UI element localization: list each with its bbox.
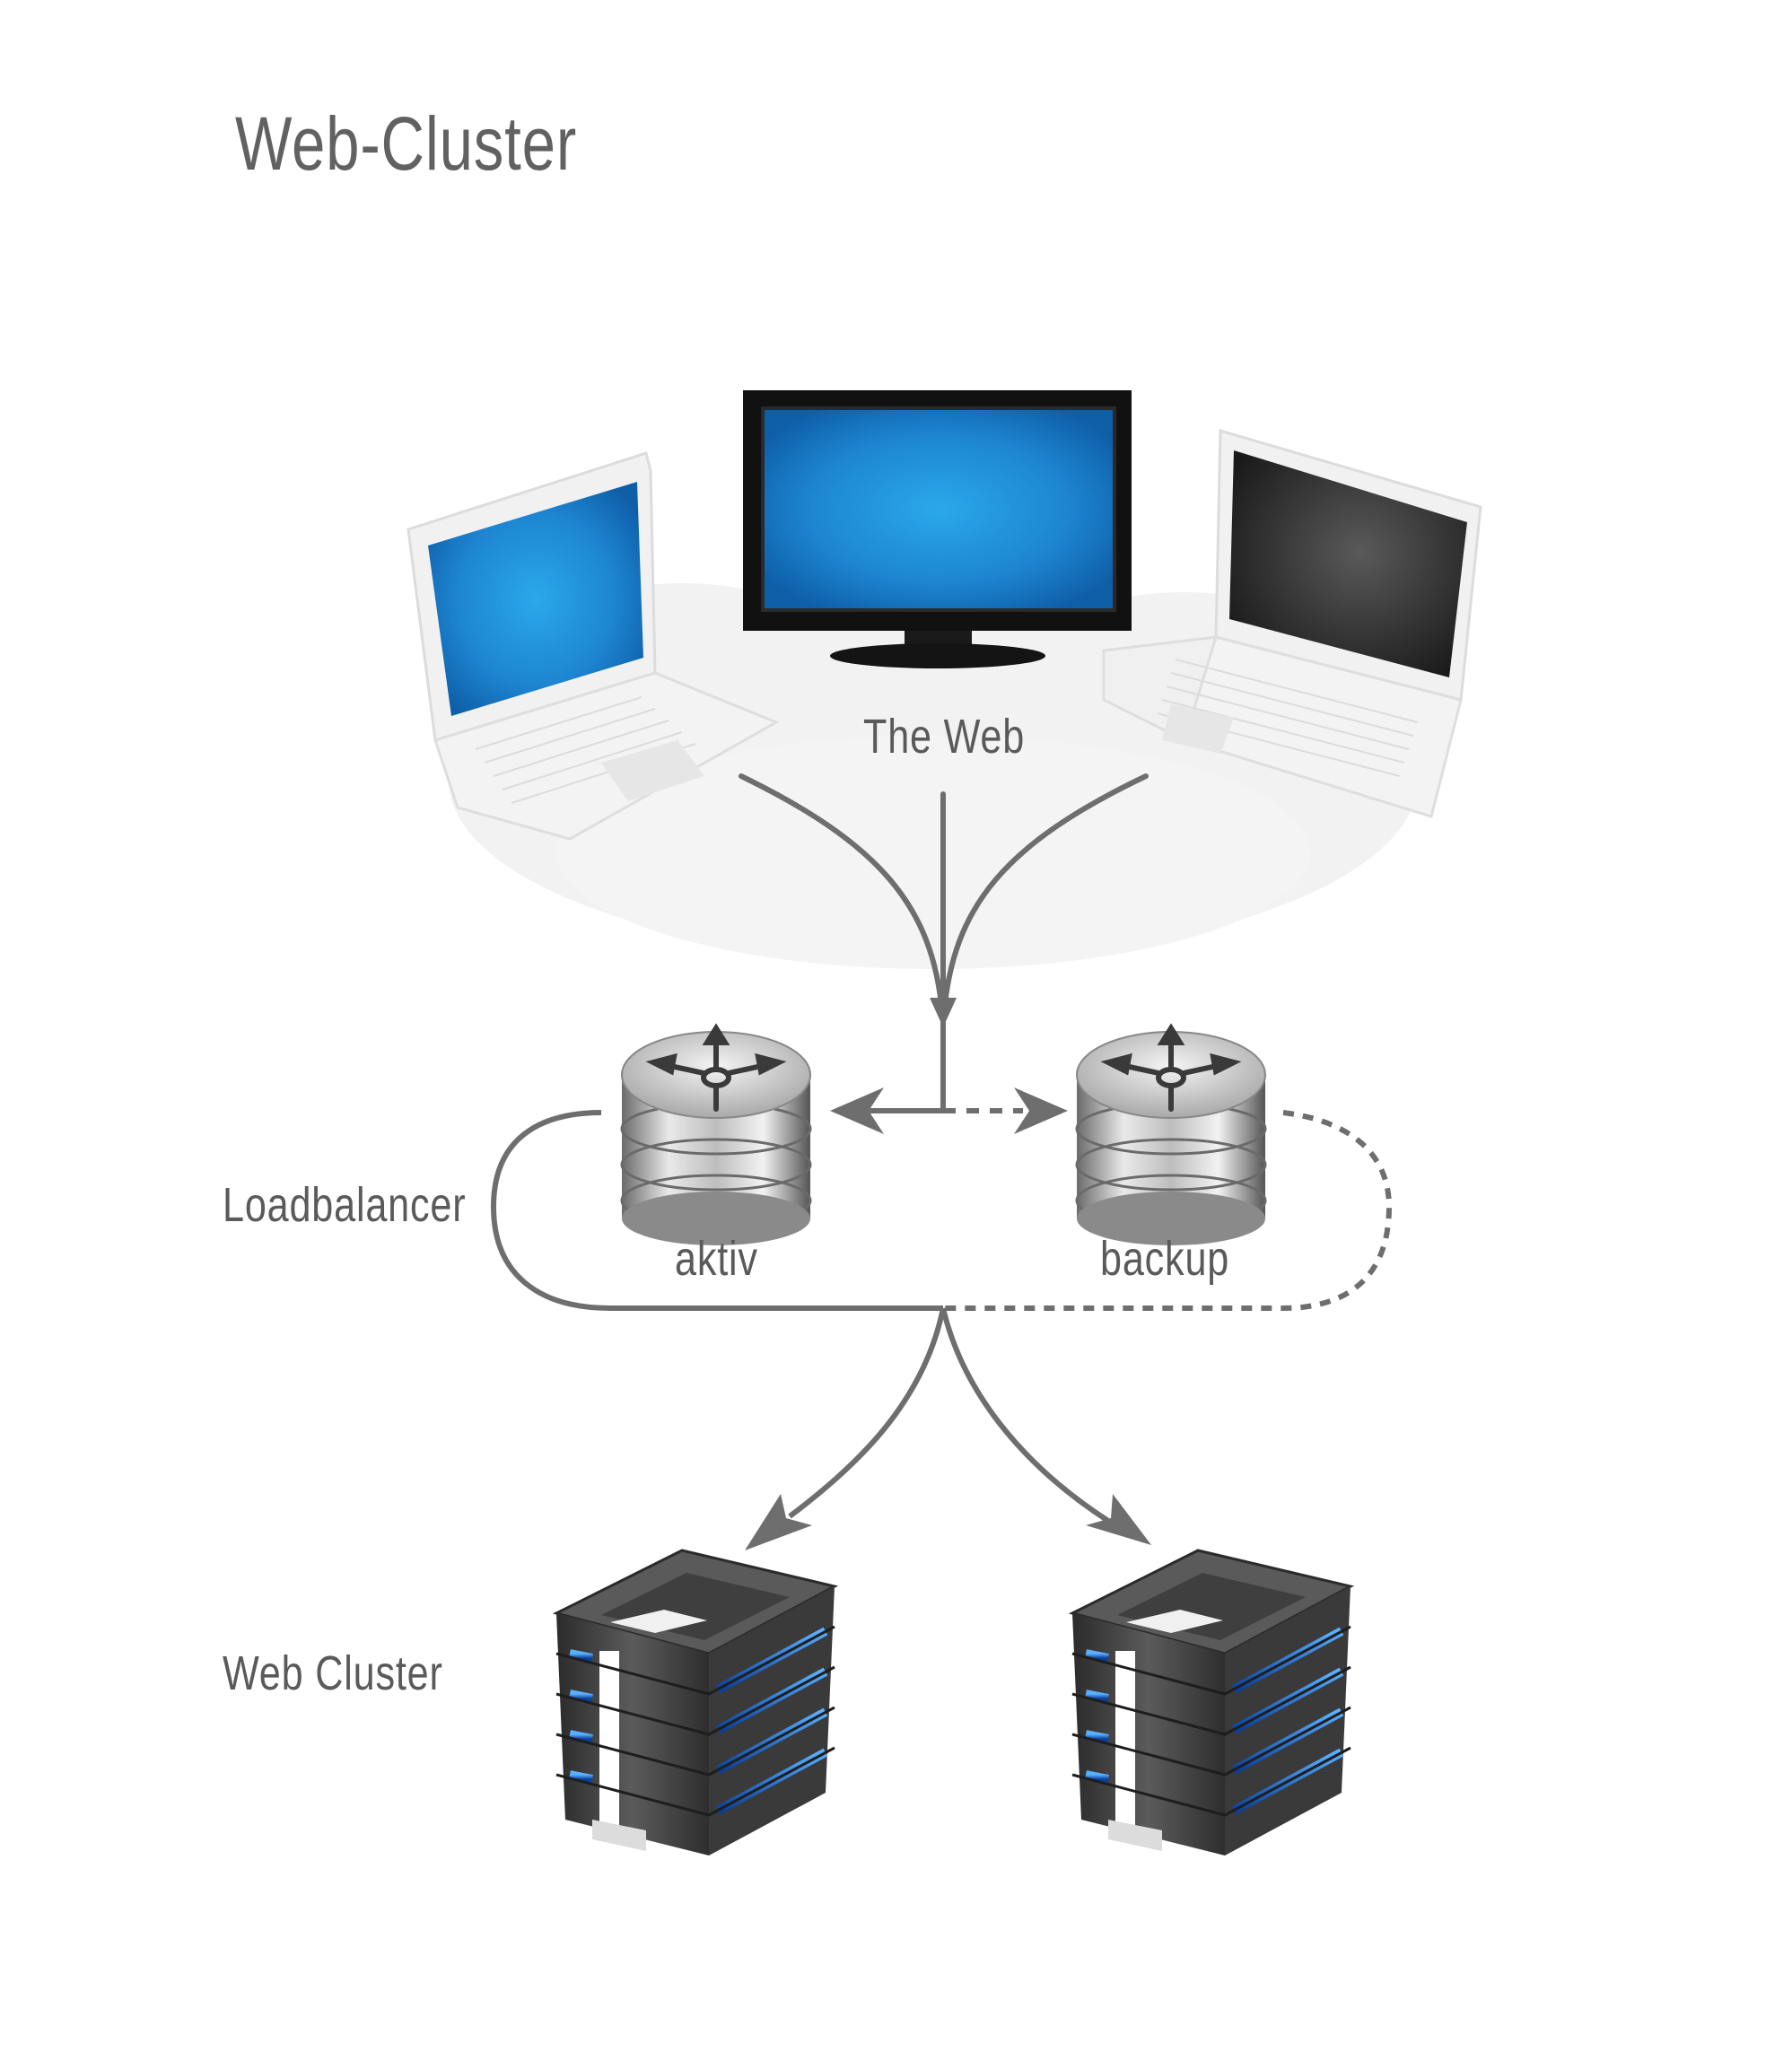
- arrowhead-to-backup: [1014, 1087, 1068, 1134]
- loadbalancer-label: Loadbalancer: [223, 1178, 467, 1232]
- laptop-icon: [1102, 429, 1482, 818]
- aktiv-output-line: [490, 1110, 943, 1311]
- web-cluster-label: Web Cluster: [223, 1646, 443, 1700]
- incoming-traffic-arrows: [739, 773, 1149, 1017]
- server-stack-icon: [552, 1549, 839, 1856]
- backup-label: backup: [1100, 1232, 1230, 1286]
- laptop-icon: [406, 451, 780, 841]
- server-stack-icon: [1068, 1549, 1355, 1856]
- cluster-distribution-arrows: [788, 1307, 1110, 1524]
- aktiv-label: aktiv: [675, 1232, 758, 1286]
- backup-output-line: [943, 1110, 1393, 1311]
- the-web-label: The Web: [863, 710, 1026, 764]
- arrowhead-to-aktiv: [830, 1087, 884, 1134]
- arrowhead-down: [930, 998, 957, 1027]
- loadbalancer-router-icon: [1075, 1023, 1267, 1245]
- loadbalancer-split-arrows: [869, 1014, 1023, 1113]
- loadbalancer-router-icon: [620, 1023, 812, 1245]
- monitor-icon: [743, 390, 1132, 668]
- page-title: Web-Cluster: [235, 101, 577, 186]
- arrowhead-to-server-1: [745, 1494, 812, 1550]
- arrowhead-to-server-2: [1086, 1494, 1151, 1545]
